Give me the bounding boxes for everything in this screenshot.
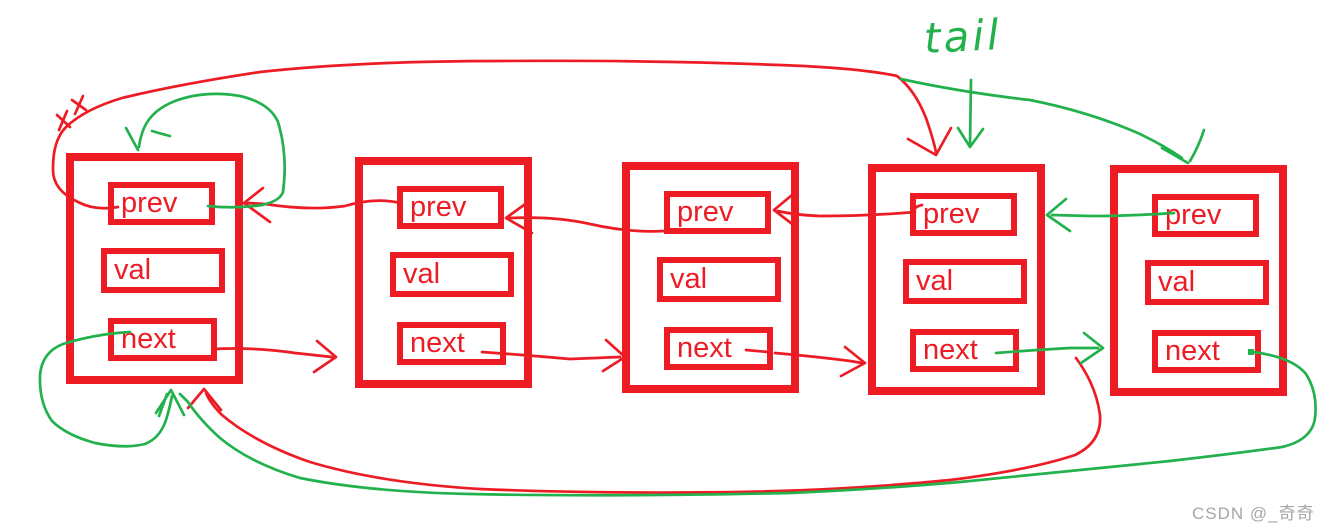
node-2-val-field: val	[390, 252, 514, 297]
node-5-val-field: val	[1145, 260, 1269, 305]
node-1-next-label: next	[121, 323, 176, 355]
node-3-prev-label: prev	[677, 196, 734, 228]
node-1-val-label: val	[114, 254, 152, 286]
node-4-prev-field: prev	[910, 193, 1017, 236]
node-2: prev val next	[355, 157, 532, 388]
node-1: prev val next	[66, 153, 243, 384]
node-4: prev val next	[868, 164, 1045, 395]
node-2-next-field: next	[397, 322, 506, 365]
node-2-prev-field: prev	[397, 186, 504, 229]
node-5-val-label: val	[1158, 266, 1196, 298]
node-1-prev-field: prev	[108, 182, 215, 225]
node-5-prev-field: prev	[1152, 194, 1259, 237]
node-4-val-label: val	[916, 265, 954, 297]
green-tail-arrow-to-node4-top	[956, 78, 985, 149]
node-2-prev-label: prev	[410, 191, 467, 223]
node-4-next-label: next	[923, 334, 978, 366]
node-5-next-field: next	[1152, 330, 1261, 373]
node-2-next-label: next	[410, 327, 465, 359]
node-5-prev-label: prev	[1165, 199, 1222, 231]
node-4-prev-label: prev	[923, 198, 980, 230]
node-3-next-field: next	[664, 327, 773, 370]
green-curve-tail-to-node5-top	[899, 77, 1206, 165]
watermark: CSDN @_奇奇	[1192, 504, 1315, 523]
node-3-val-field: val	[657, 257, 781, 302]
node-1-prev-label: prev	[121, 187, 178, 219]
node-4-val-field: val	[903, 259, 1027, 304]
node-4-next-field: next	[910, 329, 1019, 372]
node-2-val-label: val	[403, 258, 441, 290]
node-3-val-label: val	[670, 263, 708, 295]
red-tick-marks	[55, 94, 88, 132]
tail-pointer-label: tail	[922, 10, 1003, 63]
node-1-next-field: next	[108, 318, 217, 361]
node-3-prev-field: prev	[664, 191, 771, 234]
node-5: prev val next	[1110, 165, 1287, 396]
node-3: prev val next	[622, 162, 799, 393]
node-1-val-field: val	[101, 248, 225, 293]
node-3-next-label: next	[677, 332, 732, 364]
node-5-next-label: next	[1165, 335, 1220, 367]
